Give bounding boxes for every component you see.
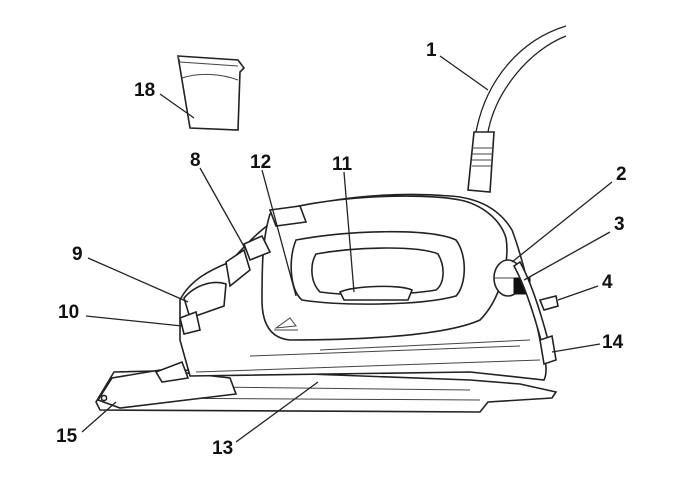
label-15: 15 — [56, 426, 78, 447]
iron-symbol — [274, 317, 298, 331]
handle — [261, 195, 508, 341]
water-tank — [96, 360, 238, 409]
part-labels: 1 2 3 4 8 9 10 11 12 13 14 15 18 — [56, 40, 627, 459]
label-2: 2 — [616, 164, 627, 185]
label-10: 10 — [58, 302, 79, 323]
label-14: 14 — [602, 332, 624, 353]
label-3: 3 — [614, 214, 625, 235]
power-cord — [467, 25, 567, 193]
label-4: 4 — [602, 272, 613, 293]
label-18: 18 — [134, 80, 155, 101]
label-13: 13 — [212, 438, 233, 459]
label-8: 8 — [190, 150, 201, 171]
label-9: 9 — [72, 244, 83, 265]
front-controls — [179, 205, 308, 335]
spray-button — [338, 285, 414, 301]
label-1: 1 — [426, 40, 437, 61]
label-11: 11 — [332, 154, 353, 175]
leader-lines — [81, 55, 613, 443]
measuring-cup — [177, 55, 246, 131]
rear-controls — [493, 259, 559, 366]
label-12: 12 — [250, 152, 271, 173]
